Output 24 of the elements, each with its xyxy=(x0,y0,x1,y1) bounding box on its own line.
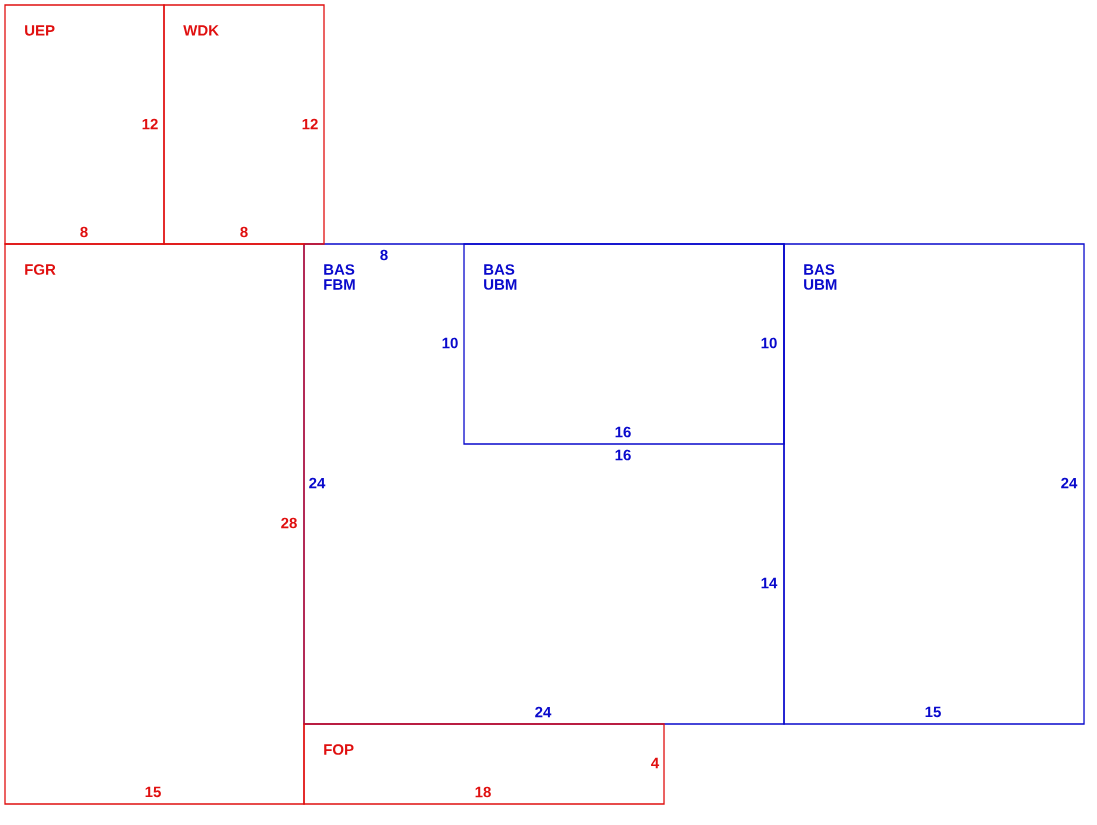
room-box: BAS UBM 24 15 xyxy=(783,243,1085,725)
room-box: FOP 4 18 xyxy=(303,723,665,805)
dimension-label: 4 xyxy=(651,757,660,769)
dimension-label: 14 xyxy=(761,577,778,589)
dimension-label: 28 xyxy=(281,517,297,529)
room-box: BAS UBM 10 16 xyxy=(463,243,785,445)
dimension-label: 16 xyxy=(615,449,631,461)
dimension-label: 8 xyxy=(380,249,388,261)
dimension-label: 8 xyxy=(80,226,88,238)
dimension-label: 8 xyxy=(240,226,248,238)
dimension-label: 12 xyxy=(302,118,318,130)
dimension-label: 10 xyxy=(761,337,777,349)
dimension-label: 24 xyxy=(1061,477,1078,489)
room-box: UEP 12 8 xyxy=(4,4,165,245)
room-box: FGR 28 15 xyxy=(4,243,305,805)
dimension-label: 18 xyxy=(475,786,491,798)
dimension-label: 15 xyxy=(925,706,941,718)
dimension-label: 24 xyxy=(535,706,552,718)
dimension-label: 10 xyxy=(442,337,458,349)
room-box: WDK 12 8 xyxy=(163,4,325,245)
dimension-label: 15 xyxy=(145,786,161,798)
dimension-label: 16 xyxy=(615,426,631,438)
dimension-label: 24 xyxy=(309,477,326,489)
dimension-label: 12 xyxy=(142,118,158,130)
